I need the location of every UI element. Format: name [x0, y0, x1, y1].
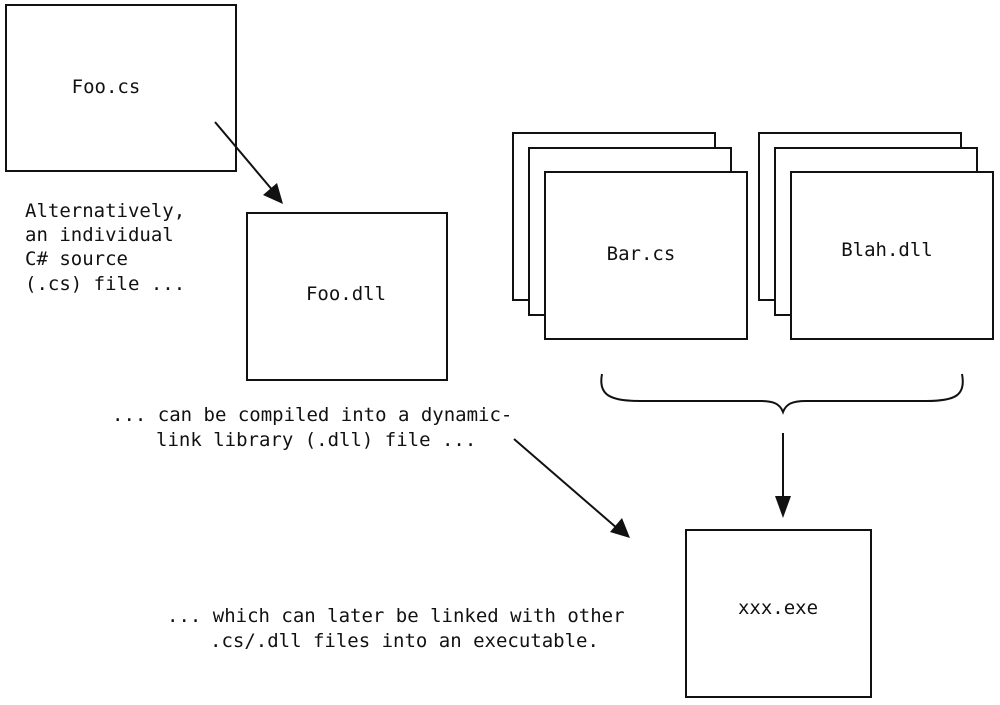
source-note: Alternatively, an individual C# source (…	[25, 200, 197, 295]
xxx-exe-box: xxx.exe	[685, 529, 872, 698]
source-note-line: Alternatively,	[25, 200, 185, 222]
source-note-line: (.cs) file ...	[25, 273, 185, 295]
link-note-line: .cs/.dll files into an executable.	[210, 630, 599, 652]
arrow-head-icon	[775, 496, 791, 518]
compile-note: ... can be compiled into a dynamic- link…	[112, 404, 524, 451]
bar-cs-stack: Bar.cs	[512, 132, 748, 340]
compile-note-line: ... can be compiled into a dynamic-	[112, 404, 512, 426]
grouping-brace	[600, 373, 964, 415]
foo-dll-rect	[246, 212, 448, 381]
arrow-head-icon	[610, 518, 630, 538]
blah-dll-rect	[790, 171, 994, 340]
source-note-line: C# source	[25, 248, 128, 270]
link-note-line: ... which can later be linked with other	[167, 605, 625, 627]
blah-dll-label: Blah.dll	[841, 239, 933, 261]
compile-arrow	[214, 121, 283, 204]
bar-cs-label: Bar.cs	[607, 243, 676, 265]
blah-dll-stack: Blah.dll	[758, 132, 994, 340]
compile-note-line: link library (.dll) file ...	[156, 429, 476, 451]
foo-dll-label: Foo.dll	[306, 283, 386, 305]
foo-cs-rect	[5, 4, 237, 172]
link-arrow	[775, 433, 791, 518]
foo-dll-box: Foo.dll	[246, 212, 448, 381]
exe-arrow	[513, 438, 630, 538]
link-note: ... which can later be linked with other…	[167, 605, 636, 652]
bar-cs-rect	[544, 171, 748, 340]
xxx-exe-rect	[685, 529, 872, 698]
compile-arrow-line	[214, 121, 275, 193]
source-note-line: an individual	[25, 224, 174, 246]
exe-arrow-line	[513, 438, 619, 530]
arrow-head-icon	[263, 183, 283, 204]
xxx-exe-label: xxx.exe	[738, 597, 818, 619]
foo-cs-box: Foo.cs	[5, 4, 237, 172]
foo-cs-label: Foo.cs	[72, 76, 141, 98]
